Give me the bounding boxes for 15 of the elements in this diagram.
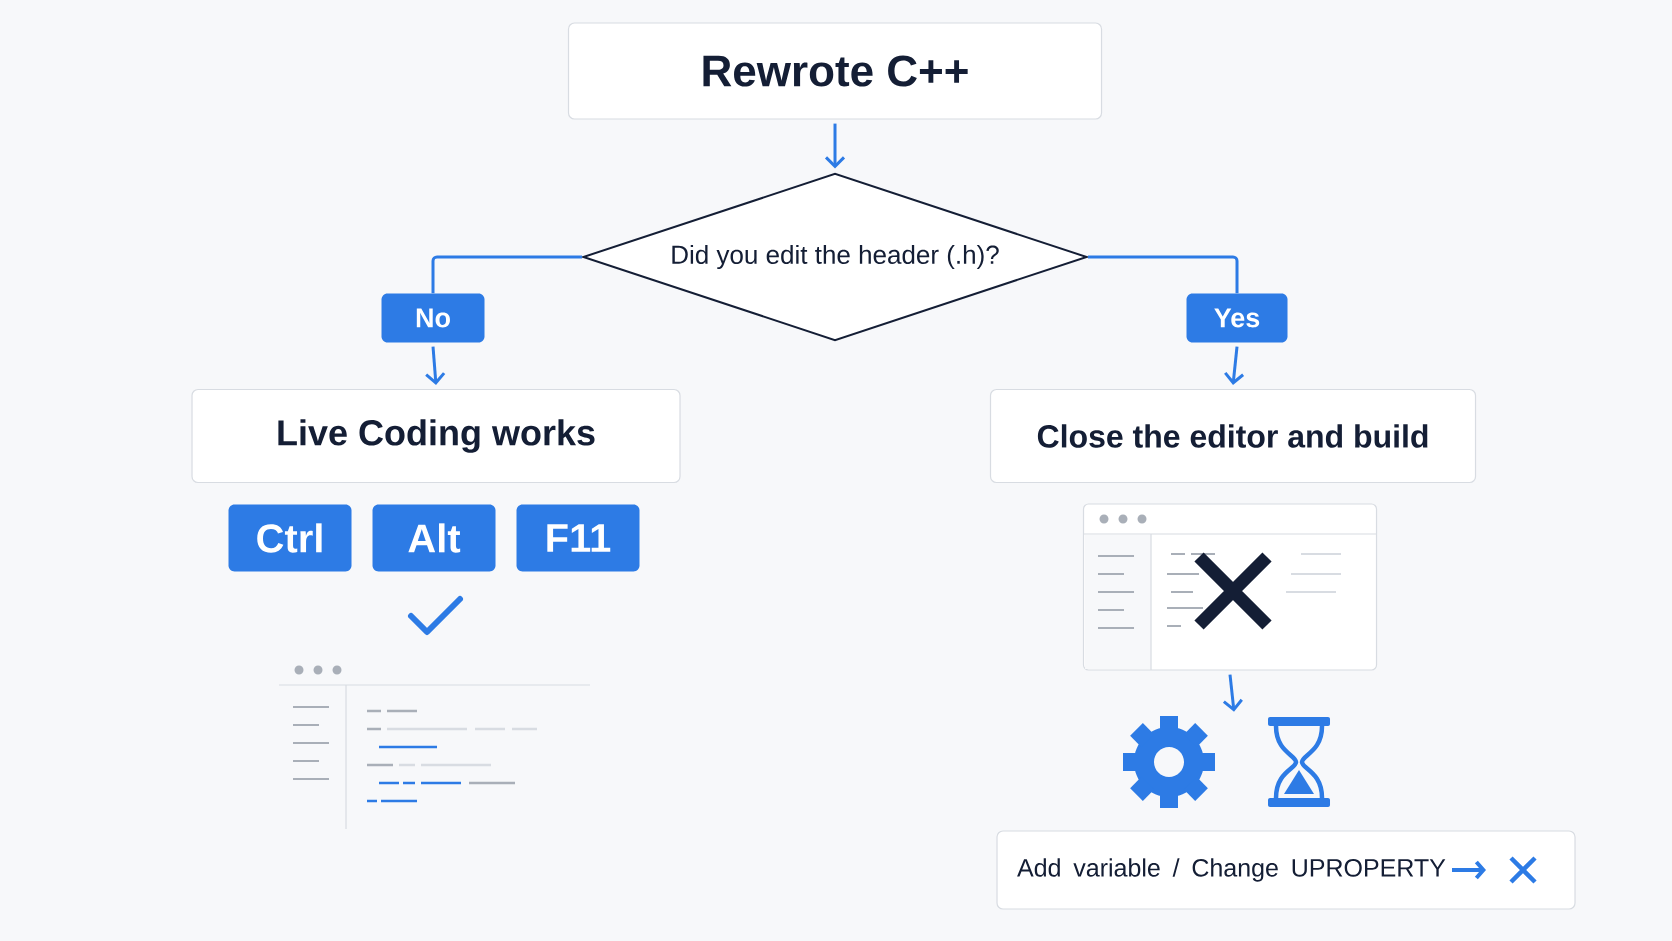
- process-box: Rewrote C++: [567, 22, 1103, 120]
- arrow: [1222, 674, 1243, 712]
- key-cap: F11: [516, 504, 640, 572]
- process-box: Live Coding works: [191, 388, 681, 484]
- key-cap: Alt: [372, 504, 496, 572]
- arrow: [425, 346, 446, 385]
- arrow: [1224, 346, 1245, 385]
- key-cap: Ctrl: [228, 504, 352, 572]
- branch-label: Yes: [1186, 293, 1288, 343]
- build-icons-drawing: [1123, 716, 1330, 808]
- process-box: Close the editor and build: [989, 388, 1477, 484]
- arrow: [824, 123, 846, 169]
- note-box: Add variable / Change UPROPERTY: [996, 830, 1576, 910]
- editor-window-drawing: [1082, 503, 1378, 671]
- branch-label: No: [381, 293, 485, 343]
